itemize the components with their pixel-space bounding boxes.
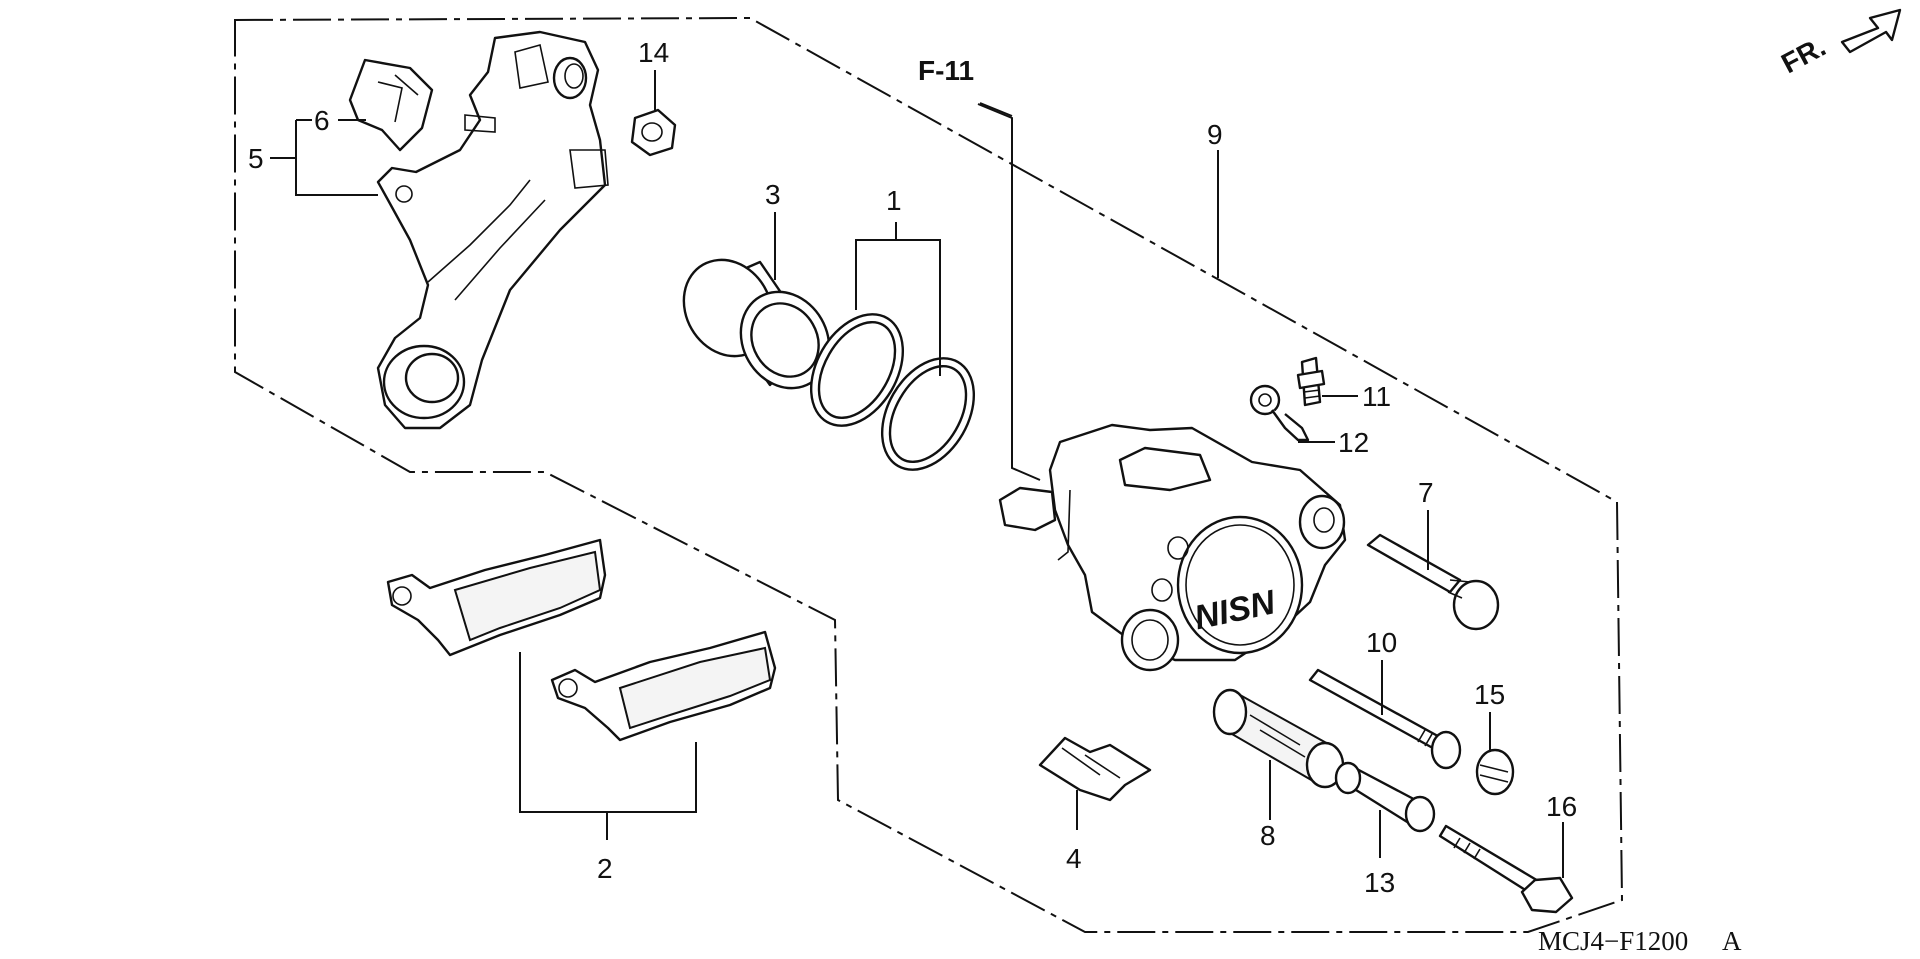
part-9-caliper-body: NISN (998, 423, 1347, 672)
front-arrow-icon (1840, 8, 1902, 54)
front-direction-indicator: FR. (1776, 8, 1902, 80)
reference-f11: F-11 (918, 55, 1041, 481)
assembly-boundary (234, 16, 1624, 933)
callout-14: 14 (638, 37, 669, 68)
drawing-code-text: MCJ4−F1200 (1538, 926, 1688, 956)
drawing-code: MCJ4−F1200 A (1538, 926, 1742, 956)
part-6-pad-spring (348, 58, 434, 152)
reference-label: F-11 (918, 55, 974, 86)
callout-15: 15 (1474, 679, 1505, 710)
callout-9: 9 (1207, 119, 1223, 150)
part-5-caliper-bracket (376, 30, 609, 430)
callout-16: 16 (1546, 791, 1577, 822)
part-1-piston-seals (809, 313, 976, 471)
callout-numbers: 1 2 3 4 5 6 7 8 9 10 11 12 13 14 15 16 (248, 37, 1577, 898)
part-13-sleeve (1334, 761, 1436, 833)
callout-1: 1 (886, 185, 902, 216)
callout-12: 12 (1338, 427, 1369, 458)
part-16-bolt (1438, 824, 1574, 914)
part-10-pin-bolt (1308, 668, 1462, 770)
part-3-piston (682, 258, 831, 390)
callout-13: 13 (1364, 867, 1395, 898)
callout-10: 10 (1366, 627, 1397, 658)
part-11-bleeder-valve (1296, 356, 1326, 407)
callout-4: 4 (1066, 843, 1082, 874)
part-8-boot (1212, 688, 1345, 789)
part-12-bleeder-cap (1249, 384, 1310, 442)
callout-3: 3 (765, 179, 781, 210)
part-14-nut (630, 108, 677, 157)
drawing-code-suffix: A (1722, 926, 1742, 956)
callout-8: 8 (1260, 820, 1276, 851)
part-4-pad-spring (1038, 736, 1152, 802)
callout-5: 5 (248, 143, 264, 174)
part-7-slide-pin (1366, 533, 1500, 631)
callout-2: 2 (597, 853, 613, 884)
leader-lines (270, 70, 1564, 878)
callout-6: 6 (314, 105, 330, 136)
callout-7: 7 (1418, 477, 1434, 508)
part-15-plug (1475, 748, 1515, 796)
front-label: FR. (1776, 31, 1830, 80)
callout-11: 11 (1362, 381, 1391, 412)
part-2-brake-pads (386, 538, 777, 742)
